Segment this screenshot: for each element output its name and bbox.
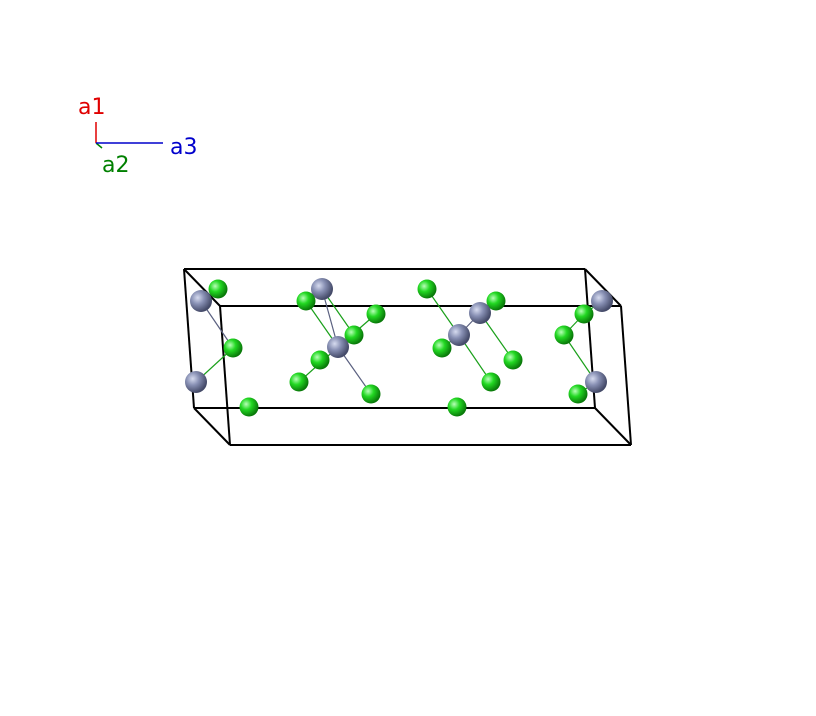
- halide-atom: [417, 279, 437, 299]
- halide-atom: [432, 338, 452, 358]
- halide-atom: [208, 279, 228, 299]
- cell-edge: [219, 305, 231, 446]
- halide-atom: [481, 372, 501, 392]
- halide-atom: [554, 325, 574, 345]
- halide-atom: [289, 372, 309, 392]
- halide-atom: [486, 291, 506, 311]
- cell-edge: [193, 407, 231, 446]
- halide-atom: [239, 397, 259, 417]
- metal-atom: [591, 290, 613, 312]
- metal-atom: [311, 278, 333, 300]
- halide-atom: [310, 350, 330, 370]
- axis-a1-label: a1: [78, 95, 105, 120]
- cell-edge: [183, 268, 221, 307]
- metal-atom: [448, 324, 470, 346]
- halide-atom: [223, 338, 243, 358]
- halide-atom: [296, 291, 316, 311]
- metal-atom: [469, 302, 491, 324]
- atoms: [185, 278, 613, 417]
- cell-edge: [620, 305, 632, 446]
- axis-a3-label: a3: [170, 135, 197, 160]
- cell-edge: [584, 268, 622, 307]
- axis-a2-line: [95, 142, 103, 149]
- metal-atom: [585, 371, 607, 393]
- metal-atom: [185, 371, 207, 393]
- halide-atom: [361, 384, 381, 404]
- halide-atom: [366, 304, 386, 324]
- unit-cell: [183, 268, 632, 446]
- axis-triad: a1 a2 a3: [78, 95, 197, 178]
- halide-atom: [568, 384, 588, 404]
- axis-a2-label: a2: [102, 153, 129, 178]
- halide-atom: [574, 304, 594, 324]
- halide-atom: [344, 325, 364, 345]
- bonds: [195, 288, 603, 395]
- metal-atom: [327, 336, 349, 358]
- metal-atom: [190, 290, 212, 312]
- halide-atom: [503, 350, 523, 370]
- cell-edge: [594, 407, 632, 446]
- halide-atom: [447, 397, 467, 417]
